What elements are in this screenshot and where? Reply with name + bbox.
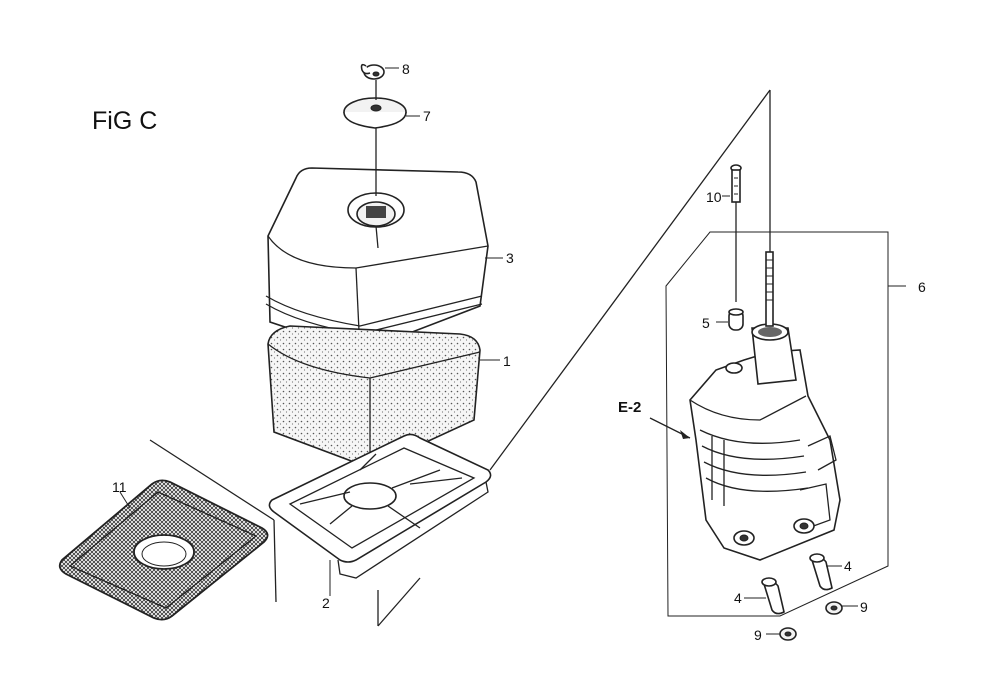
figure-title: FiG C bbox=[92, 107, 157, 135]
callout-3: 3 bbox=[506, 250, 514, 266]
part-6-bracket-frame bbox=[665, 231, 906, 617]
part-3-air-cleaner-cover bbox=[265, 167, 503, 353]
stud-bolt bbox=[765, 251, 774, 327]
part-6-elbow-housing bbox=[689, 323, 841, 561]
part-1-foam-filter bbox=[267, 325, 500, 469]
callout-9-right: 9 bbox=[860, 599, 868, 615]
part-2-filter-base bbox=[268, 433, 492, 596]
part-5-grommet bbox=[716, 308, 744, 331]
part-10-bolt bbox=[722, 164, 742, 302]
reference-label: E-2 bbox=[618, 399, 641, 416]
callout-4-right: 4 bbox=[844, 558, 852, 574]
assembly-lines bbox=[149, 80, 771, 627]
part-4-collar-right bbox=[809, 553, 842, 591]
callout-5: 5 bbox=[702, 315, 710, 331]
part-9-nut-left bbox=[766, 627, 797, 641]
part-8-wing-nut bbox=[360, 63, 399, 80]
callout-2: 2 bbox=[322, 595, 330, 611]
part-9-nut-right bbox=[825, 601, 858, 615]
callout-4-left: 4 bbox=[734, 590, 742, 606]
reference-arrow bbox=[649, 417, 691, 439]
part-7-cover-cap bbox=[343, 97, 420, 129]
callout-1: 1 bbox=[503, 353, 511, 369]
callout-7: 7 bbox=[423, 108, 431, 124]
callout-11: 11 bbox=[112, 479, 127, 495]
callout-10: 10 bbox=[706, 189, 722, 205]
callout-8: 8 bbox=[402, 61, 410, 77]
part-11-mesh-element bbox=[58, 479, 269, 621]
callout-9-left: 9 bbox=[754, 627, 762, 643]
callout-6: 6 bbox=[918, 279, 926, 295]
part-4-collar-left bbox=[744, 577, 785, 615]
